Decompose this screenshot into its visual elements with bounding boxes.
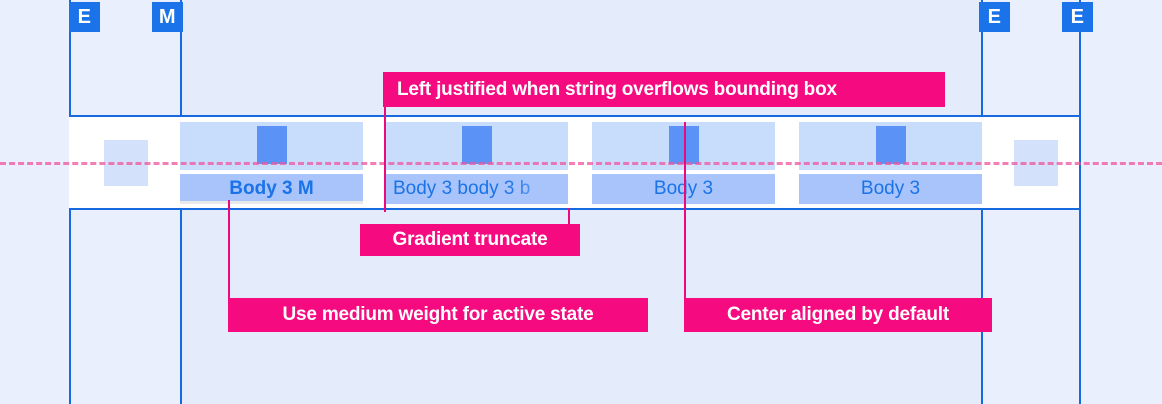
tab-icon-glyph	[875, 126, 906, 164]
baseline-guide	[0, 162, 1162, 165]
tab-icon-glyph	[668, 126, 699, 164]
badge-edge-left: E	[69, 2, 100, 32]
background-band-right	[1081, 0, 1162, 404]
annotation-left-justified: Left justified when string overflows bou…	[383, 72, 945, 107]
tab-icon-glyph	[461, 126, 492, 164]
tab-item-1-label-bar: Body 3 M	[180, 174, 363, 204]
guide-line-edge-right	[1079, 0, 1081, 404]
badge-edge-right-inner: E	[979, 2, 1010, 32]
tab-item-4-label: Body 3	[860, 178, 921, 199]
badge-edge-right-outer: E	[1062, 2, 1093, 32]
annotation-center-aligned: Center aligned by default	[684, 298, 992, 332]
annotation-gradient-truncate-leader	[568, 208, 570, 228]
tab-item-1-label: Body 3 M	[229, 178, 314, 199]
tab-item-4-label-bar: Body 3	[799, 174, 982, 204]
background-band-left	[0, 0, 69, 404]
tab-item-3-label: Body 3	[653, 178, 714, 199]
annotation-gradient-truncate: Gradient truncate	[360, 224, 580, 256]
annotation-center-aligned-leader	[684, 122, 686, 312]
tab-item-2-label-bar: Body 3 body 3 b	[385, 174, 568, 204]
annotation-left-justified-leader	[384, 72, 386, 212]
tab-item-1-active-underline	[180, 201, 363, 204]
annotation-medium-weight: Use medium weight for active state	[228, 298, 648, 332]
badge-margin-left: M	[152, 2, 183, 32]
tab-icon-glyph	[256, 126, 287, 164]
tab-item-2-label: Body 3 body 3 b	[393, 178, 531, 199]
annotation-medium-weight-leader	[228, 200, 230, 312]
tab-item-3-label-bar: Body 3	[592, 174, 775, 204]
